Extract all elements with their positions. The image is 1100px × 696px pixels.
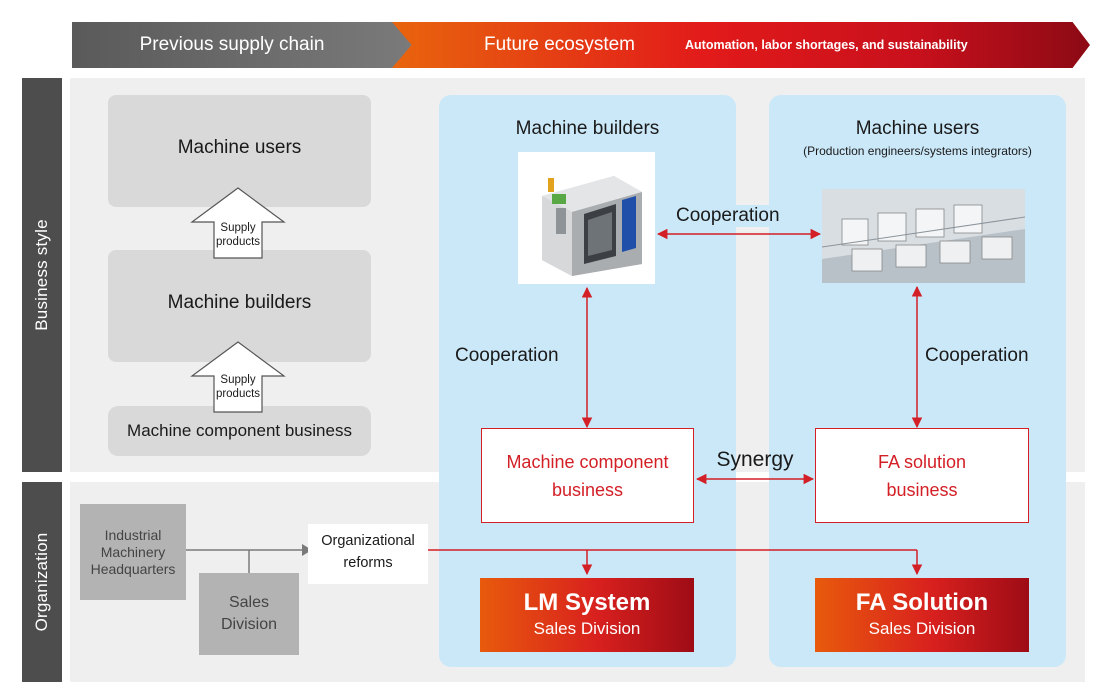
prev-machine-users-box: Machine users <box>108 95 371 207</box>
lm-system-sales-division-box: LM System Sales Division <box>480 578 694 652</box>
machine-component-business-box: Machine component business <box>481 428 694 523</box>
business-style-side-label: Business style <box>22 78 62 472</box>
factory-line-image <box>821 189 1026 283</box>
organization-side-label: Organization <box>22 482 62 682</box>
cooperation-label-right: Cooperation <box>925 345 1029 366</box>
future-ecosystem-title: Future ecosystem <box>484 34 635 55</box>
previous-supply-chain-label: Previous supply chain <box>139 34 325 55</box>
sales-division-box: Sales Division <box>199 573 299 655</box>
future-machine-builders-title: Machine builders <box>515 118 660 139</box>
fa-business-line2: business <box>886 479 958 500</box>
fa-solution-sales-division-box: FA Solution Sales Division <box>815 578 1029 652</box>
future-ecosystem-banner <box>392 22 1090 68</box>
organizational-reforms-box: Organizational reforms <box>308 524 428 584</box>
supply-arrow-upper-icon <box>190 187 286 259</box>
supply-arrow-lower-icon <box>190 341 286 413</box>
factory-line-icon <box>821 189 1026 283</box>
lm-system-subtitle: Sales Division <box>533 619 641 638</box>
fa-business-line1: FA solution <box>877 451 967 472</box>
component-business-line1: Machine component <box>506 451 669 472</box>
cooperation-label-top: Cooperation <box>673 205 783 227</box>
industrial-machinery-hq-box: Industrial Machinery Headquarters <box>80 504 186 600</box>
fa-solution-subtitle: Sales Division <box>868 619 976 638</box>
prev-machine-builders-label: Machine builders <box>167 292 312 313</box>
prev-machine-users-label: Machine users <box>177 137 302 158</box>
component-business-line2: business <box>551 479 624 500</box>
machine-tool-image <box>518 152 655 284</box>
synergy-label: Synergy <box>716 448 794 471</box>
supply-arrow-upper-label: Supply products <box>215 222 261 248</box>
hq-to-reforms-arrowhead <box>302 544 312 556</box>
prev-component-business-box: Machine component business <box>108 406 371 456</box>
cooperation-label-left: Cooperation <box>455 345 559 366</box>
prev-component-business-label: Machine component business <box>127 421 352 440</box>
machine-tool-icon <box>542 176 642 276</box>
fa-solution-business-box: FA solution business <box>815 428 1029 523</box>
future-machine-users-title: Machine users <box>855 118 980 139</box>
previous-supply-chain-banner <box>72 22 412 68</box>
lm-system-title: LM System <box>523 589 651 616</box>
fa-solution-title: FA Solution <box>855 589 989 616</box>
future-ecosystem-subtitle: Automation, labor shortages, and sustain… <box>685 38 968 52</box>
future-machine-users-subtitle: (Production engineers/systems integrator… <box>803 144 1032 158</box>
supply-arrow-lower-label: Supply products <box>215 374 261 400</box>
